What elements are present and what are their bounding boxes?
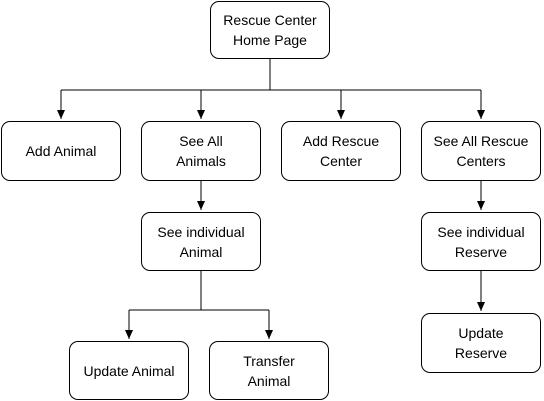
node-update-animal: Update Animal (69, 341, 189, 400)
node-add-animal-label: Add Animal (25, 143, 97, 159)
node-add-rescue-center-label: Add Rescue Center (302, 133, 380, 169)
node-see-all-rescue-centers: See All Rescue Centers (421, 121, 541, 181)
node-home-label: Rescue Center Home Page (223, 12, 317, 48)
node-update-animal-label: Update Animal (83, 362, 175, 379)
node-transfer-animal-label: Transfer Animal (243, 352, 295, 389)
node-see-individual-reserve: See individual Reserve (421, 212, 541, 271)
node-see-individual-reserve-label: See individual Reserve (437, 223, 525, 260)
node-add-rescue-center: Add Rescue Center (281, 121, 401, 181)
node-transfer-animal: Transfer Animal (209, 341, 329, 400)
node-update-reserve: Update Reserve (421, 313, 541, 373)
node-see-all-rescue-centers-label: See All Rescue Centers (433, 133, 529, 169)
node-home: Rescue Center Home Page (210, 1, 330, 59)
node-add-animal: Add Animal (1, 121, 121, 181)
node-see-individual-animal-label: See individual Animal (157, 223, 245, 260)
node-update-reserve-label: Update Reserve (454, 325, 508, 361)
node-see-individual-animal: See individual Animal (141, 212, 261, 271)
node-see-all-animals-label: See All Animals (176, 133, 226, 169)
node-see-all-animals: See All Animals (141, 121, 261, 181)
